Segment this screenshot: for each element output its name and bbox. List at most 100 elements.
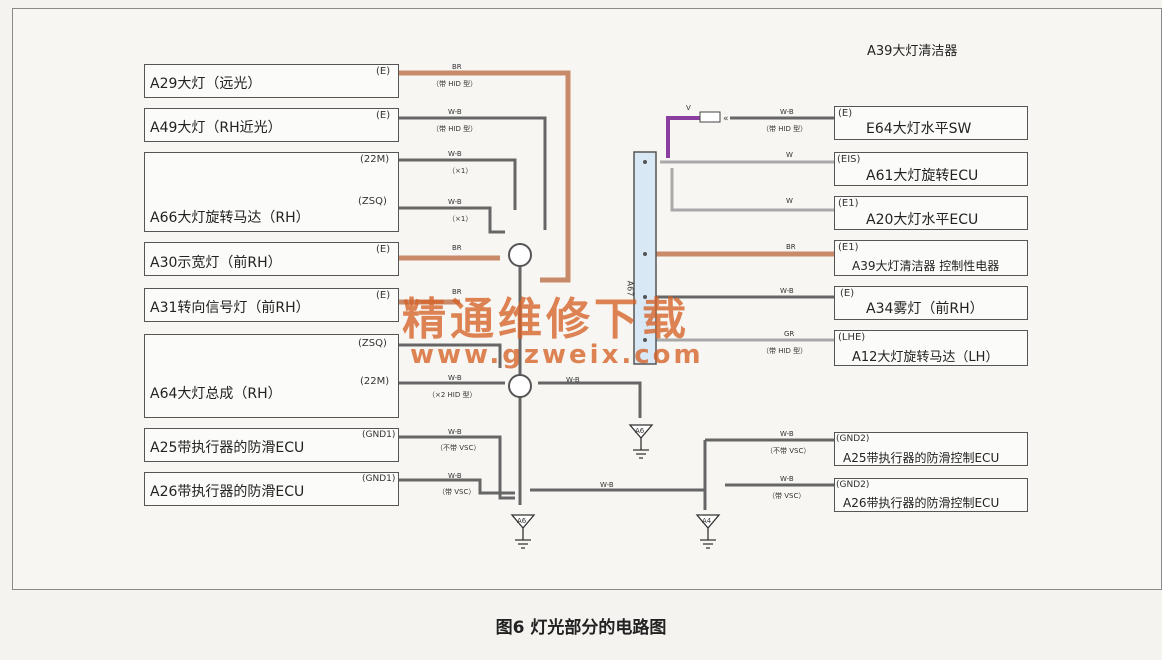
component-a31 [144, 288, 399, 322]
label-a20: A20大灯水平ECU [866, 212, 979, 228]
label-a34: A34雾灯（前RH） [866, 301, 984, 317]
wire-label-wb-1: W-B [448, 108, 462, 116]
wire-label-w-2: W [786, 197, 793, 205]
wire-note-hid-4: （带 HID 型） [762, 347, 808, 355]
label-a64: A64大灯总成（RH） [150, 386, 282, 402]
pin-a34: (E) [840, 288, 855, 299]
wire-label-br-1: BR [452, 63, 462, 71]
ground-a6-mid [628, 424, 654, 459]
label-e64: E64大灯水平SW [866, 121, 972, 137]
component-a30 [144, 242, 399, 276]
wire-note-hid-2: （带 HID 型） [432, 125, 478, 133]
wire-label-w-1: W [786, 151, 793, 159]
component-a26-right [834, 478, 1028, 512]
v-wire [666, 116, 700, 158]
pin-a20: (E1) [838, 198, 859, 209]
wire-label-br-3: BR [452, 288, 462, 296]
wire-label-wb-6: W-B [448, 428, 462, 436]
wiring-diagram: « [398, 70, 834, 549]
pin-e64: (E) [838, 108, 853, 119]
pin-a26: (GND1) [362, 474, 396, 484]
label-a30: A30示宽灯（前RH） [150, 255, 282, 271]
pin-a66-zsq: (ZSQ) [358, 196, 387, 207]
pin-a66-22m: (22M) [360, 154, 390, 165]
label-a26: A26带执行器的防滑ECU [150, 484, 305, 500]
splice-lower [508, 374, 532, 398]
wire-label-wb-7: W-B [448, 472, 462, 480]
wire-label-wb-5: W-B [566, 376, 580, 384]
pin-a64-zsq: (ZSQ) [358, 338, 387, 349]
wire-label-wb-8: W-B [600, 481, 614, 489]
component-a25-right [834, 432, 1028, 466]
wire-label-wb-10: W-B [780, 287, 794, 295]
wire-label-wb-11: W-B [780, 430, 794, 438]
component-a49 [144, 108, 399, 142]
label-a29: A29大灯（远光） [150, 76, 262, 92]
label-a61: A61大灯旋转ECU [866, 168, 979, 184]
pin-a26-right: (GND2) [836, 480, 870, 490]
label-a25-right: A25带执行器的防滑控制ECU [843, 451, 1000, 465]
wire-label-br-4: BR [786, 243, 796, 251]
w-wires [656, 160, 834, 342]
wire-note-vsc-1: （带 VSC） [438, 488, 476, 496]
component-a64 [144, 334, 399, 418]
wire-note-x1-1: （×1） [448, 167, 473, 175]
component-a61 [834, 152, 1028, 186]
wire-label-v: V [686, 104, 691, 112]
wire-label-br-2: BR [452, 244, 462, 252]
label-a31: A31转向信号灯（前RH） [150, 300, 310, 316]
connector-a87 [699, 111, 721, 123]
component-e64 [834, 106, 1028, 140]
label-a12: A12大灯旋转马达（LH） [852, 350, 999, 365]
pin-a25-right: (GND2) [836, 434, 870, 444]
watermark-cn: 精通维修下载 [402, 294, 690, 345]
component-a34 [834, 286, 1028, 320]
pin-a61: (EIS) [837, 154, 861, 165]
label-a49: A49大灯（RH近光） [150, 120, 282, 136]
wire-label-wb-4: W-B [448, 374, 462, 382]
component-a39 [834, 240, 1028, 276]
splice-upper [508, 243, 532, 267]
component-a66 [144, 152, 399, 232]
watermark-url: www.gzweix.com [410, 340, 704, 370]
pin-a31: (E) [376, 290, 391, 301]
wire-label-wb-3: W-B [448, 198, 462, 206]
ground-a4 [695, 514, 721, 549]
wire-note-novsc-2: （不带 VSC） [766, 447, 811, 455]
label-a26-right: A26带执行器的防滑控制ECU [843, 496, 1000, 510]
component-a20 [834, 196, 1028, 230]
wire-note-novsc-1: （不带 VSC） [436, 444, 481, 452]
svg-text:«: « [723, 114, 729, 124]
wb-wires [398, 116, 834, 510]
label-a39: A39大灯清洁器 控制性电器 [852, 259, 1000, 273]
wire-note-vsc-2: （带 VSC） [768, 492, 806, 500]
component-a26 [144, 472, 399, 506]
pin-a12: (LHE) [838, 332, 866, 343]
ground-a6-left [510, 514, 536, 549]
br-wires [398, 70, 834, 305]
wire-note-hid-1: （带 HID 型） [432, 80, 478, 88]
joint-connector [633, 151, 657, 365]
pin-a25: (GND1) [362, 430, 396, 440]
wire-note-x2: （×2 HID 型） [428, 391, 477, 399]
wire-note-x1-2: （×1） [448, 215, 473, 223]
pin-a29: (E) [376, 66, 391, 77]
wire-label-wb-2: W-B [448, 150, 462, 158]
pin-a49: (E) [376, 110, 391, 121]
label-a66: A66大灯旋转马达（RH） [150, 210, 310, 226]
pin-a64-22m: (22M) [360, 376, 390, 387]
ground-label-right: A4 [702, 517, 712, 525]
ground-label-left: A6 [517, 517, 527, 525]
wire-note-hid-3: （带 HID 型） [762, 125, 808, 133]
wire-label-wb-9: W-B [780, 108, 794, 116]
wire-label-gr: GR [784, 330, 795, 338]
wire-label-wb-12: W-B [780, 475, 794, 483]
pin-a39: (E1) [838, 242, 859, 253]
label-a25: A25带执行器的防滑ECU [150, 440, 305, 456]
top-label: A39大灯清洁器 [867, 44, 958, 59]
component-a29 [144, 64, 399, 98]
component-a25 [144, 428, 399, 462]
figure-caption: 图6 灯光部分的电路图 [495, 618, 667, 638]
component-a12 [834, 330, 1028, 366]
ground-label-mid: A6 [635, 427, 645, 435]
